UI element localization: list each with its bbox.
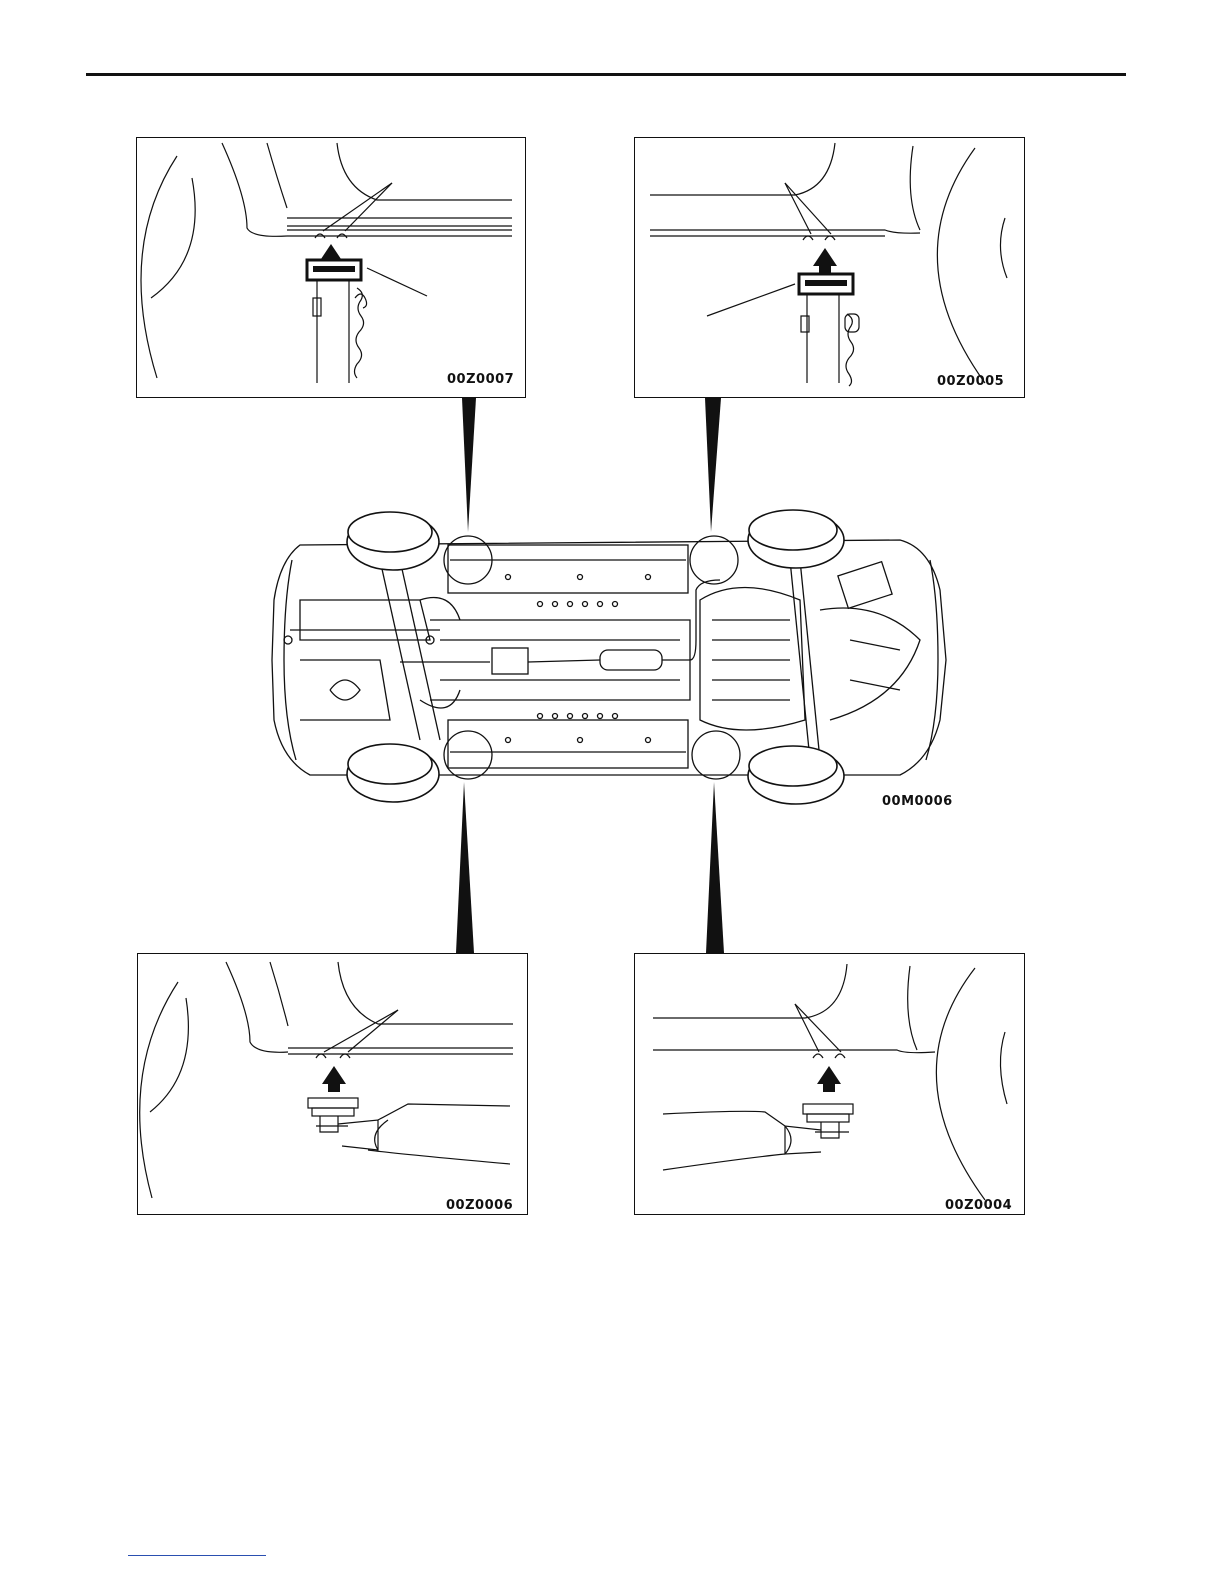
panel-front-right-floor-jack: 00Z0006 <box>137 953 528 1215</box>
panel-rear-right-floor-jack: 00Z0004 <box>634 953 1025 1215</box>
footer-rule <box>128 1555 266 1556</box>
panel-code: 00Z0004 <box>945 1198 1012 1213</box>
main-figure-code: 00M0006 <box>882 794 953 809</box>
panel-code: 00Z0006 <box>446 1198 513 1213</box>
